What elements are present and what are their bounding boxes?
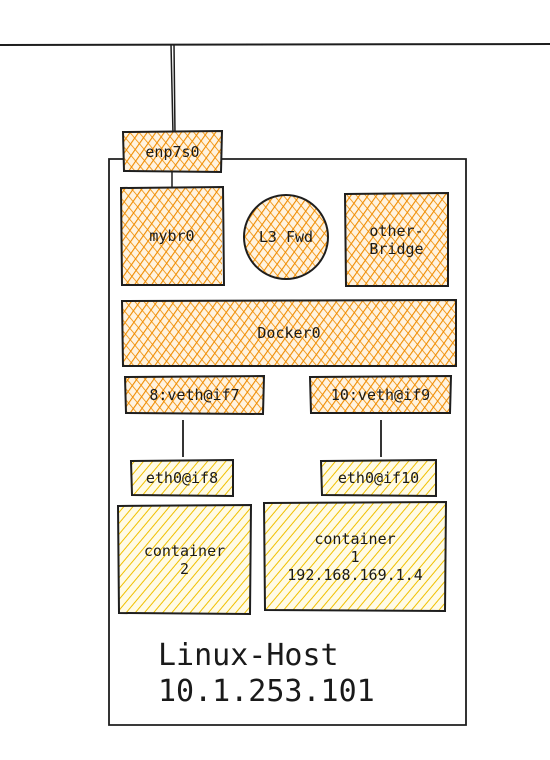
eth0-if10-interface xyxy=(319,458,437,498)
network-wire xyxy=(0,43,550,46)
container-2-box xyxy=(116,503,253,616)
wire-drop xyxy=(170,43,176,135)
container-1-box xyxy=(262,500,448,613)
docker0-bridge xyxy=(120,298,457,367)
linux-host-box xyxy=(108,158,467,726)
veth10-interface xyxy=(308,374,453,414)
veth8-interface xyxy=(123,374,266,416)
enp7s0-interface xyxy=(121,129,224,174)
l3-forward-circle xyxy=(243,194,329,280)
other-bridge xyxy=(343,191,449,287)
mybr0-bridge xyxy=(119,185,226,286)
eth0-if8-interface xyxy=(129,458,234,498)
